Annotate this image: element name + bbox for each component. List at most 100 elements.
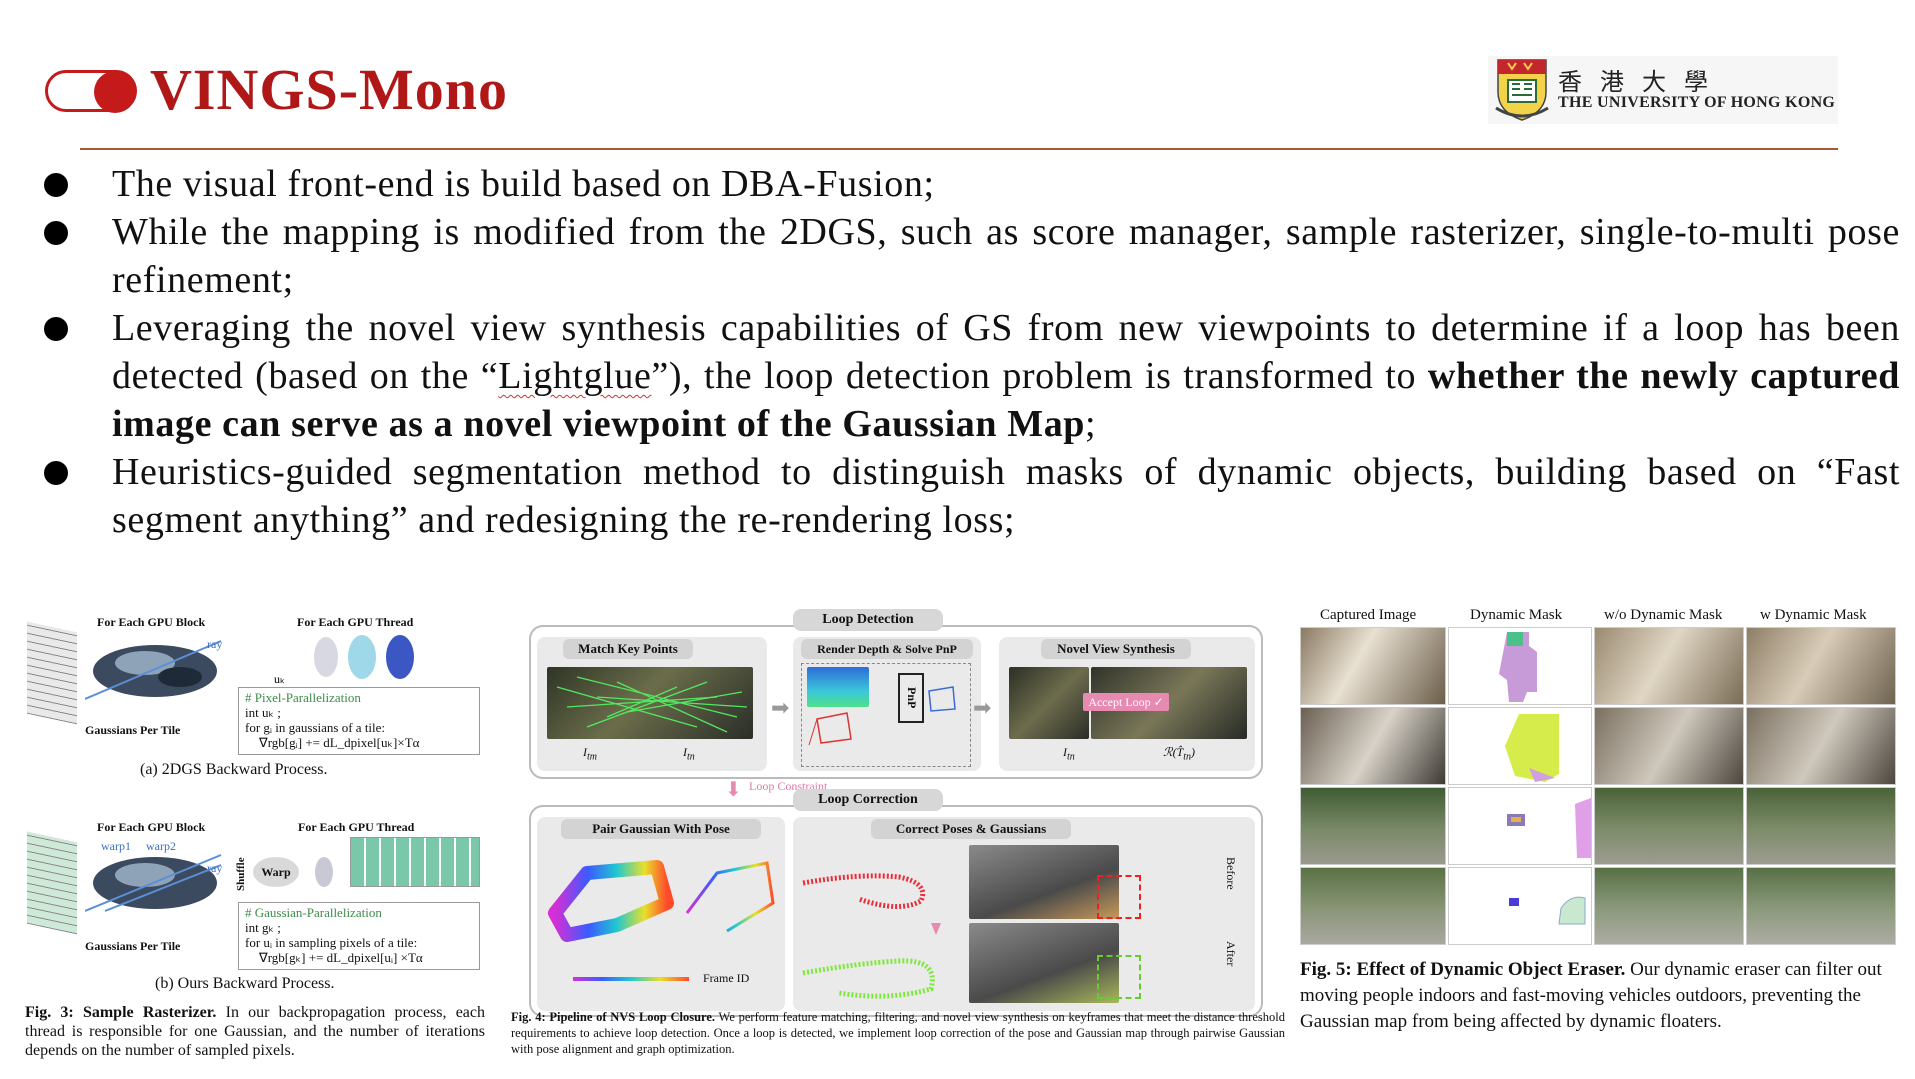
arrow-icon: ➡: [771, 695, 790, 720]
loop-constraint-arrow-icon: ⬇: [725, 779, 742, 801]
correct-poses-title: Correct Poses & Gaussians: [871, 819, 1071, 839]
novel-view-title: Novel View Synthesis: [1041, 639, 1191, 659]
after-label: After: [1224, 941, 1238, 967]
gpu-block-label: For Each GPU Block: [97, 820, 206, 834]
sampling-pixels-grid: [350, 837, 480, 887]
pose-frustum-icon: [928, 686, 956, 712]
bullet-text: ;: [1085, 403, 1097, 445]
bullet-text: ”), the loop detection problem is transf…: [651, 355, 1428, 397]
engine-render-b: [85, 854, 222, 912]
with-mask-cell: [1746, 787, 1896, 865]
captured-view-image: [1009, 667, 1089, 739]
image-label-tm: Itm: [583, 745, 597, 763]
bullet-dot-icon: [44, 173, 68, 197]
arrow-icon: ➡: [973, 695, 992, 720]
warp2-label: warp2: [146, 839, 176, 853]
figure-5-panel: Captured Image Dynamic Mask w/o Dynamic …: [1296, 605, 1904, 1065]
gaussians-per-tile-label: Gaussians Per Tile: [85, 723, 181, 737]
depth-pnp-area: [801, 663, 971, 767]
svg-text:uₖ: uₖ: [274, 672, 285, 686]
match-keypoints-image: [547, 667, 753, 739]
gpu-thread-label: For Each GPU Thread: [297, 615, 414, 629]
caption-text: In our backpropagation process, each thr…: [25, 1004, 485, 1059]
bullet-bold-text: whether the newly captured image can ser…: [112, 355, 1900, 445]
match-lines-graphic: [556, 676, 748, 733]
code-line: for gᵢ in gaussians of a tile:: [245, 720, 386, 735]
match-key-points-title: Match Key Points: [563, 639, 693, 659]
code-line: # Gaussian-Parallelization: [245, 905, 382, 920]
captured-image-cell: [1300, 867, 1446, 945]
figure-4-caption: Fig. 4: Pipeline of NVS Loop Closure. We…: [511, 1009, 1285, 1057]
accept-loop-badge: Accept Loop ✓: [1083, 693, 1169, 711]
bullet-dot-icon: [44, 221, 68, 245]
lightglue-term: Lightglue: [498, 355, 652, 397]
loop-correction-title: Loop Correction: [793, 789, 943, 811]
caption-label: Fig. 4: Pipeline of NVS Loop Closure.: [511, 1010, 716, 1024]
figure-5-caption: Fig. 5: Effect of Dynamic Object Eraser.…: [1300, 957, 1896, 1035]
without-mask-cell: [1594, 627, 1744, 705]
subfigure-a-caption: (a) 2DGS Backward Process.: [140, 761, 328, 778]
code-line: for uᵢ in sampling pixels of a tile:: [245, 935, 418, 950]
bullet-dot-icon: [44, 317, 68, 341]
captured-image-cell: [1300, 787, 1446, 865]
without-mask-cell: [1594, 867, 1744, 945]
engine-render-a: [85, 640, 222, 700]
university-crest-icon: [1495, 59, 1549, 121]
gaussian-node: [315, 857, 333, 887]
column-header: Dynamic Mask: [1470, 607, 1563, 623]
render-depth-title: Render Depth & Solve PnP: [801, 639, 973, 659]
toggle-logo-icon: [45, 70, 137, 113]
captured-image-cell: [1300, 627, 1446, 705]
render-label: ℛ(T̂tn): [1163, 745, 1196, 763]
bullet-text: The visual front-end is build based on D…: [112, 163, 935, 205]
figure-3-panel: For Each GPU Block For Each GPU Thread r…: [15, 605, 493, 1065]
code-line: ∇rgb[gₖ] += dL_dpixel[uᵢ] ×Tα: [259, 950, 423, 965]
dynamic-mask-cell: [1448, 627, 1592, 705]
pair-gaussian-title: Pair Gaussian With Pose: [561, 819, 761, 839]
code-block-b: # Gaussian-Parallelization int gₖ ; for …: [238, 902, 480, 970]
camera-frustum-icon: [808, 712, 852, 746]
subfigure-b-caption: (b) Ours Backward Process.: [155, 975, 335, 992]
gaussian-trajectory-map: [548, 860, 775, 942]
bullet-list: The visual front-end is build based on D…: [40, 160, 1900, 544]
column-header: w/o Dynamic Mask: [1604, 607, 1723, 623]
code-block-a: # Pixel-Parallelization int uₖ ; for gᵢ …: [238, 687, 480, 755]
bullet-item: The visual front-end is build based on D…: [40, 160, 1900, 208]
university-name-english: THE UNIVERSITY OF HONG KONG: [1558, 94, 1836, 111]
shuffle-label: Shuffle: [235, 857, 247, 891]
bullet-item: Heuristics-guided segmentation method to…: [40, 448, 1900, 544]
bullet-text: Leveraging the novel view synthesis capa…: [112, 307, 1900, 397]
after-highlight-box: [1097, 955, 1141, 999]
bullet-item: While the mapping is modified from the 2…: [40, 208, 1900, 304]
caption-text: Our dynamic eraser can filter out moving…: [1300, 959, 1882, 1032]
gaussians-per-tile-label: Gaussians Per Tile: [85, 939, 181, 953]
captured-image-cell: [1300, 707, 1446, 785]
code-line: ∇rgb[gᵢ] += dL_dpixel[uₖ]×Tα: [259, 735, 420, 750]
bullet-text: Heuristics-guided segmentation method to…: [112, 451, 1900, 541]
before-highlight-box: [1097, 875, 1141, 919]
figure-4-panel: Loop Detection Match Key Points Itm Itn …: [503, 605, 1291, 1065]
with-mask-cell: [1746, 707, 1896, 785]
university-name-chinese: 香港大學: [1558, 70, 1726, 96]
dynamic-mask-cell: [1448, 867, 1592, 945]
pose-trajectories-graphic: [802, 873, 941, 999]
university-logo: 香港大學 THE UNIVERSITY OF HONG KONG: [1488, 56, 1838, 124]
warp-node: Warp: [253, 857, 299, 887]
map-after-image: [969, 923, 1119, 1003]
code-line: int gₖ ;: [245, 920, 281, 935]
frame-id-colorbar: [573, 977, 689, 981]
ray-label: ray: [207, 637, 223, 651]
without-mask-cell: [1594, 787, 1744, 865]
tile-grid-b: [27, 831, 77, 935]
caption-label: Fig. 5: Effect of Dynamic Object Eraser.: [1300, 959, 1626, 980]
code-line: int uₖ ;: [245, 705, 281, 720]
without-mask-cell: [1594, 707, 1744, 785]
column-header: w Dynamic Mask: [1760, 607, 1867, 623]
depth-render-image: [807, 667, 869, 707]
bullet-item: Leveraging the novel view synthesis capa…: [40, 304, 1900, 448]
bullet-dot-icon: [44, 461, 68, 485]
before-label: Before: [1224, 857, 1238, 890]
code-line: # Pixel-Parallelization: [245, 690, 361, 705]
loop-detection-title: Loop Detection: [793, 609, 943, 631]
gpu-block-label: For Each GPU Block: [97, 615, 206, 629]
